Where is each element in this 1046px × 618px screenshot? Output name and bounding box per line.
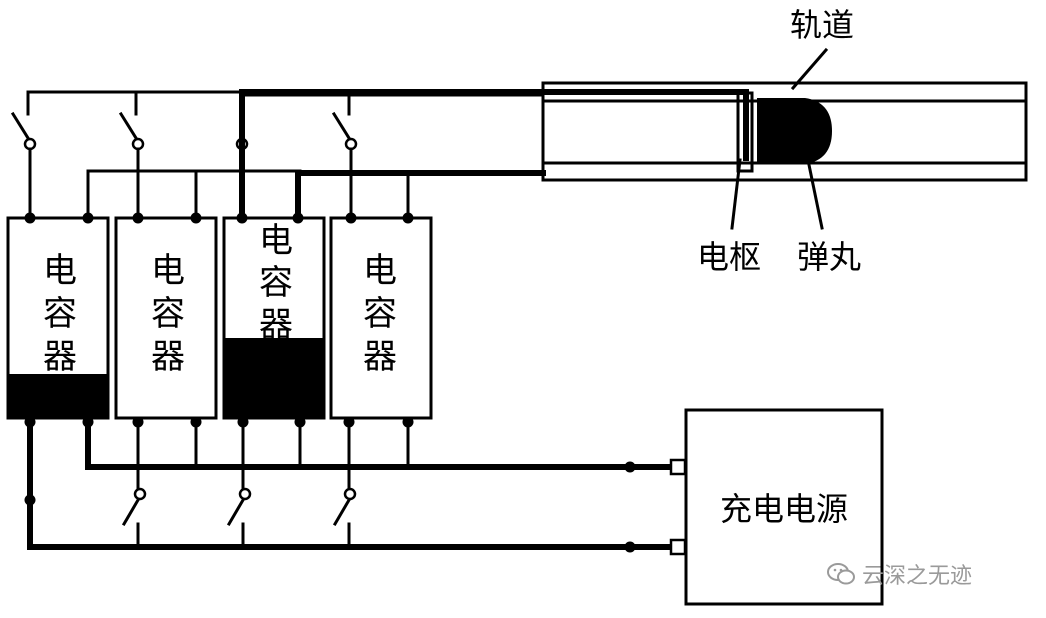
circle: [132, 416, 144, 428]
charging-network: [24, 415, 679, 553]
capacitor-labels: 电 容 器 电 容 器 电 容 器 电 容 器: [43, 221, 397, 377]
circle: [24, 494, 36, 506]
capacitor-2-label-char-1: 电: [151, 251, 185, 291]
circle: [236, 212, 248, 224]
charge-bus-upper: [85, 415, 679, 470]
circle: [24, 416, 36, 428]
capacitor-1-label-char-3: 器: [43, 337, 77, 377]
rail-outer: [541, 81, 1028, 182]
capacitor-4-label-char-2: 容: [363, 294, 397, 334]
bottom-switch-1-contact: [133, 487, 147, 501]
armature-leader: [730, 158, 742, 230]
projectile-leader: [806, 158, 824, 230]
top-switch-4: [331, 111, 352, 141]
circle: [237, 416, 249, 428]
capacitor-4-label-char-1: 电: [363, 251, 397, 291]
capacitor-4: [329, 216, 433, 420]
firing-circuit: [239, 89, 749, 221]
circle: [82, 416, 94, 428]
terminal-lower: [669, 538, 687, 556]
capacitor-1-charge: [8, 374, 108, 418]
callouts: 轨道 电枢 弹丸: [697, 6, 861, 276]
bottom-switch-3: [332, 497, 352, 527]
circle: [24, 212, 36, 224]
top-switch-2: [118, 111, 139, 141]
top-switch-network: [10, 90, 545, 220]
capacitor-bank: [6, 216, 433, 420]
power-supply-label: 充电电源: [720, 490, 848, 528]
circle: [132, 212, 144, 224]
projectile: [757, 98, 832, 164]
circle: [292, 212, 304, 224]
circle: [294, 416, 306, 428]
wechat-icon: [827, 563, 855, 585]
firing-wire-negative: [295, 170, 546, 221]
capacitor-1-label-char-1: 电: [43, 251, 77, 291]
capacitor-2-label-char-3: 器: [151, 337, 185, 377]
capacitor-3-label-char-2: 容: [259, 263, 293, 303]
armature-label: 电枢: [697, 238, 761, 276]
capacitor-1-label-char-2: 容: [43, 294, 77, 334]
circle: [190, 416, 202, 428]
bottom-switch-2-contact: [238, 487, 252, 501]
bottom-switch-3-contact: [343, 487, 357, 501]
circle: [624, 541, 636, 553]
firing-wire-positive: [239, 89, 749, 221]
bottom-switch-2: [226, 497, 246, 527]
circle: [190, 212, 202, 224]
terminal-upper: [669, 458, 687, 476]
circle: [82, 212, 94, 224]
capacitor-3-label-char-3: 器: [259, 305, 293, 345]
track-leader: [790, 47, 829, 91]
capacitor-3-charge: [224, 338, 324, 418]
circle: [402, 416, 414, 428]
top-switch-1: [10, 111, 31, 141]
watermark: 云深之无迹: [826, 558, 972, 590]
capacitor-3-label-char-1: 电: [259, 221, 293, 261]
circle: [345, 212, 357, 224]
junctions-top: [24, 212, 414, 224]
power-supply-box: [684, 408, 884, 606]
circle: [624, 461, 636, 473]
circle: [343, 416, 355, 428]
circle: [402, 212, 414, 224]
bottom-switch-1: [121, 497, 141, 527]
charge-bus-lower: [27, 415, 679, 550]
capacitor-2: [114, 216, 218, 420]
watermark-text: 云深之无迹: [862, 564, 973, 589]
track-label: 轨道: [790, 6, 854, 44]
projectile-label: 弹丸: [797, 238, 861, 276]
capacitor-4-label-char-3: 器: [363, 337, 397, 377]
charging-power-supply: 充电电源: [669, 408, 884, 606]
capacitor-2-label-char-2: 容: [151, 294, 185, 334]
